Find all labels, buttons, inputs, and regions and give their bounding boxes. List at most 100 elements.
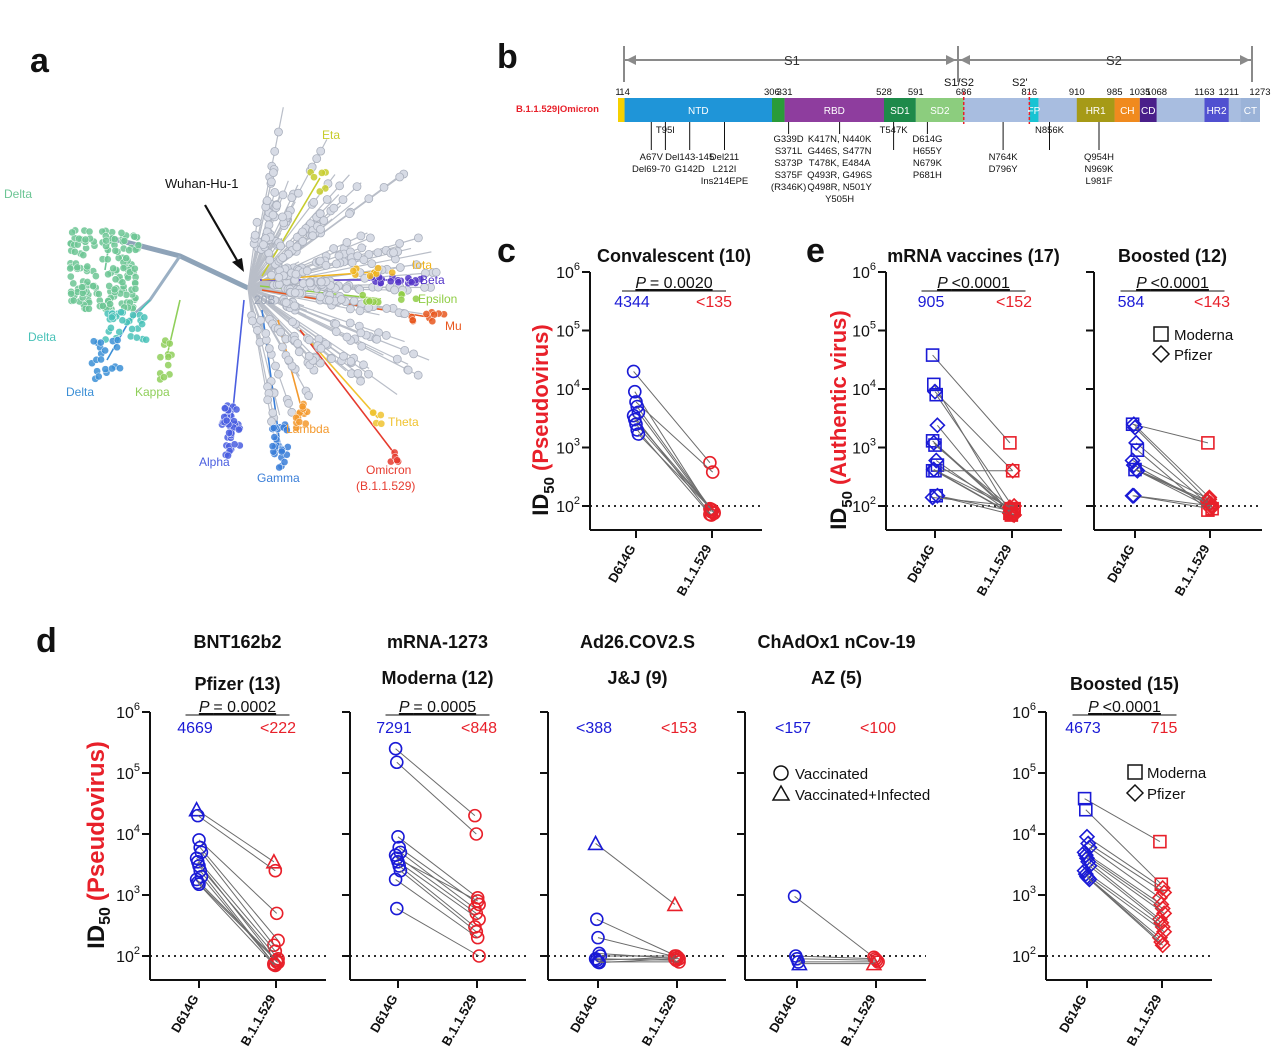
ylabel-d-sub: 50 xyxy=(97,907,114,925)
pair-connector xyxy=(595,843,676,905)
x-tick-label: B.1.1.529 xyxy=(973,542,1014,598)
y-tick-exponent: 5 xyxy=(574,320,580,332)
residue-position: 528 xyxy=(876,87,892,98)
omicron-point xyxy=(267,938,281,953)
legend-vaccinated: Vaccinated xyxy=(795,766,868,783)
pair-connector xyxy=(396,857,478,902)
x-tick-label: B.1.1.529 xyxy=(438,992,479,1048)
d614g-point xyxy=(627,384,642,399)
y-tick-exponent: 4 xyxy=(134,823,140,835)
clade-node xyxy=(85,227,94,236)
tree-node xyxy=(389,248,398,258)
tree-node xyxy=(400,309,410,319)
clade-node xyxy=(369,408,378,417)
residue-position: 985 xyxy=(1107,87,1123,98)
d614g-point xyxy=(925,348,940,362)
tree-node xyxy=(367,259,377,269)
clade-node xyxy=(81,235,90,244)
omicron-point xyxy=(704,502,719,517)
clade-node xyxy=(134,241,143,250)
p-symbol: P xyxy=(399,699,414,716)
tree-node xyxy=(287,193,297,203)
tree-node xyxy=(276,241,286,251)
y-tick-exponent: 2 xyxy=(574,495,580,507)
residue-position: 14 xyxy=(619,87,630,98)
clade-node xyxy=(125,246,133,255)
tree-branch xyxy=(247,287,318,366)
pair-connector xyxy=(638,433,712,510)
gmt-omicron: <848 xyxy=(461,720,497,737)
tree-node xyxy=(347,258,357,268)
panel-title-top: BNT162b2 xyxy=(193,632,281,652)
d614g-point xyxy=(192,877,206,892)
tree-node xyxy=(271,361,280,371)
y-tick-label: 104 xyxy=(852,378,876,399)
d614g-point xyxy=(191,808,205,823)
ylabel-e-sub: 50 xyxy=(839,491,856,508)
p-value: P = 0.0005 xyxy=(399,699,476,716)
clade-node xyxy=(295,418,304,426)
d614g-point xyxy=(630,399,645,414)
clade-node xyxy=(103,255,112,264)
p-symbol: P xyxy=(937,275,952,292)
clade-node xyxy=(160,373,168,382)
ylabel-c-pseudo: (Pseudovirus) xyxy=(528,324,553,471)
tree-node xyxy=(315,292,325,302)
y-tick-exponent: 6 xyxy=(574,261,580,273)
pair-connector xyxy=(400,851,476,909)
clade-label-eta: Eta xyxy=(322,128,340,142)
pair-connector xyxy=(198,883,275,966)
tree-branch xyxy=(247,287,365,380)
tree-node xyxy=(274,272,284,282)
clade-node xyxy=(282,426,291,434)
legend-panel-d-boosted: Moderna Pfizer xyxy=(1125,764,1207,803)
clade-node xyxy=(113,343,121,352)
pair-connector xyxy=(934,444,1015,511)
tree-node xyxy=(316,146,326,156)
tree-node xyxy=(270,146,280,156)
tree-node xyxy=(252,325,262,335)
clade-node xyxy=(407,278,416,287)
d614g-point xyxy=(1128,434,1145,451)
tree-node xyxy=(274,127,283,137)
omicron-point xyxy=(470,930,485,945)
omicron-point xyxy=(268,863,283,878)
tree-node xyxy=(342,284,352,294)
tree-node xyxy=(381,330,391,340)
y-tick-label: 105 xyxy=(852,320,876,341)
mutation-label: S371L xyxy=(775,146,802,157)
y-tick-label: 106 xyxy=(116,701,140,722)
tree-node xyxy=(250,230,260,240)
pair-connector xyxy=(1089,865,1162,924)
y-tick-base: 10 xyxy=(1012,827,1030,844)
x-tick-label: D614G xyxy=(168,992,202,1035)
mutation-label: Q493R, G496S xyxy=(807,170,872,181)
mutation-label: Del143-145 xyxy=(665,152,714,163)
d614g-point xyxy=(188,801,205,817)
mutation-label: K417N, N440K xyxy=(808,134,872,145)
s2-label: S2 xyxy=(1106,53,1122,68)
domain-label-cd: CD xyxy=(1141,106,1155,117)
d614g-point xyxy=(1130,443,1145,457)
d614g-point xyxy=(925,461,942,478)
omicron-point xyxy=(468,808,482,823)
tree-node xyxy=(252,217,262,227)
ylabel-panel-d: ID50(Pseudovirus) xyxy=(83,741,114,949)
ylabel-panel-e: ID50(Authentic virus) xyxy=(826,310,856,529)
tree-node xyxy=(304,391,314,401)
mutation-label: N969K xyxy=(1084,164,1114,175)
gmt-d614g: 584 xyxy=(1118,294,1145,311)
mutation-label: S373P xyxy=(774,158,803,169)
tree-node xyxy=(302,266,312,276)
omicron-point xyxy=(472,949,486,963)
tree-node xyxy=(336,295,346,304)
y-tick-base: 10 xyxy=(556,499,574,516)
y-tick-exponent: 5 xyxy=(1030,762,1036,774)
legend-panel-d-az: Vaccinated Vaccinated+Infected xyxy=(771,765,930,804)
omicron-point xyxy=(265,853,283,869)
y-tick-label: 103 xyxy=(116,884,140,905)
clade-node xyxy=(79,251,88,259)
tree-node xyxy=(291,269,301,279)
